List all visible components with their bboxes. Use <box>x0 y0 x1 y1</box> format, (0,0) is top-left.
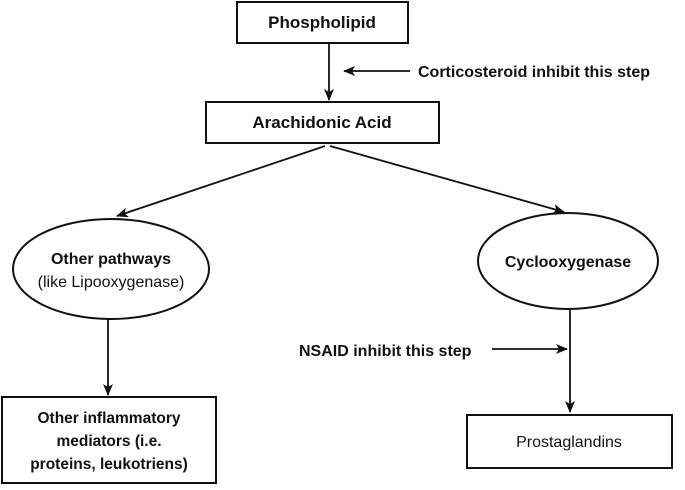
corticosteroid-annotation: Corticosteroid inhibit this step <box>418 64 650 81</box>
other-mediators-line1: Other inflammatory <box>38 410 181 427</box>
arrow-arachidonic-to-cyclooxygenase <box>329 145 565 214</box>
arachidonic-acid-label: Arachidonic Acid <box>252 113 391 132</box>
other-pathways-sublabel: (like Lipooxygenase) <box>38 274 185 291</box>
arachidonic-acid-box <box>205 101 440 144</box>
other-mediators-box <box>1 396 217 484</box>
phospholipid-box <box>236 1 409 44</box>
other-pathways-label: Other pathways <box>51 251 171 268</box>
other-mediators-line2: mediators (i.e. <box>56 433 161 450</box>
other-mediators-line3: proteins, leukotriens) <box>30 456 188 473</box>
arrow-arachidonic-to-other-pathways <box>116 145 326 218</box>
phospholipid-label: Phospholipid <box>268 13 376 32</box>
cyclooxygenase-ellipse <box>477 212 659 310</box>
prostaglandins-box <box>466 414 673 469</box>
other-pathways-ellipse <box>12 218 210 320</box>
nsaid-annotation: NSAID inhibit this step <box>299 343 472 360</box>
prostaglandins-label: Prostaglandins <box>516 434 622 451</box>
cyclooxygenase-label: Cyclooxygenase <box>505 254 631 271</box>
